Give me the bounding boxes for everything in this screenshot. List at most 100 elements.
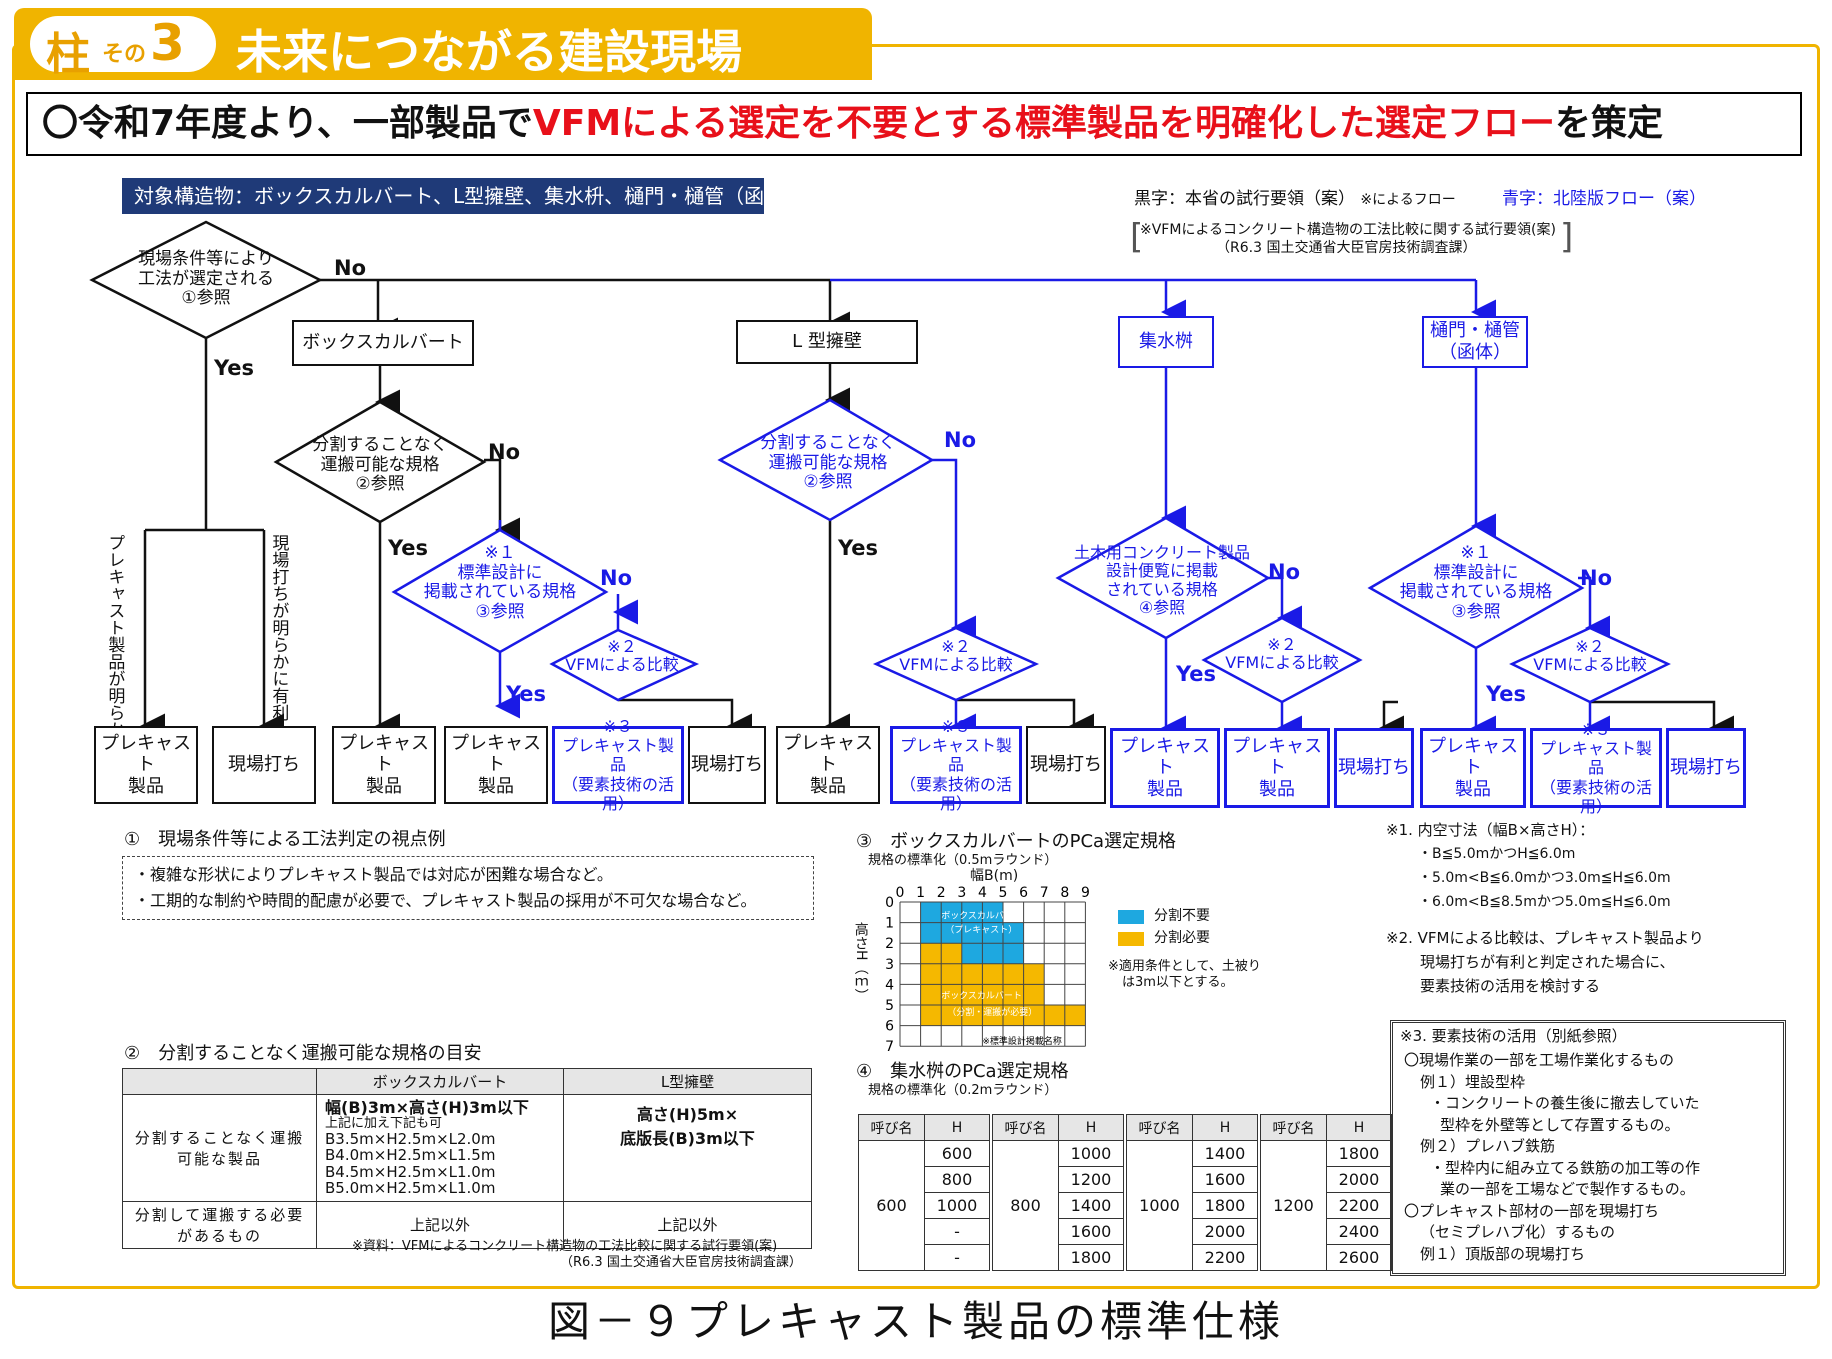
sec4-col-name: 呼び名	[1126, 1114, 1193, 1141]
result-precast-7: プレキャスト製品	[1420, 728, 1526, 808]
y-tick-label: 6	[885, 1019, 894, 1035]
grid-cell-cyan	[920, 902, 942, 923]
note3-item: 〇現場作業の一部を工場作業化するもの	[1404, 1051, 1675, 1069]
sec4-group-name: 600	[858, 1140, 925, 1271]
pillar-badge: 柱 その 3	[30, 14, 216, 80]
orange-area-label: ボックスカルバート	[941, 990, 1022, 1001]
sec2-row2-l: 上記以外	[563, 1200, 812, 1249]
result-precast-4: プレキャスト製品	[776, 726, 880, 804]
vertical-precast-advantage: プレキャスト製品が明らかに有利	[104, 534, 125, 789]
sec4-h-value: 2400	[1326, 1218, 1392, 1245]
legend-bracket-right: ]	[1560, 217, 1574, 257]
grid-cell-orange	[961, 963, 983, 985]
grid-cell-orange	[961, 984, 983, 1005]
x-tick-label: 7	[1040, 885, 1049, 901]
grid-cell-cyan	[982, 943, 1003, 964]
note3-items: 〇現場作業の一部を工場作業化するもの 例１）埋設型枠 ・コンクリートの養生後に撤…	[1404, 1050, 1784, 1265]
result-onsite-2: 現場打ち	[688, 726, 766, 804]
yes-label-standard: Yes	[506, 682, 547, 706]
x-tick-label: 2	[937, 885, 946, 901]
yes-label-transport: Yes	[388, 536, 429, 560]
note1-title: ※1. 内空寸法（幅B×高さH）：	[1386, 821, 1595, 839]
note2-line: ※2. VFMによる比較は、プレキャスト製品より	[1386, 929, 1704, 947]
sec2-box-main: 幅(B)3m×高さ(H)3m以下	[325, 1098, 529, 1117]
sec4-h-value: 1800	[1326, 1140, 1392, 1167]
grid-cell-orange	[1064, 1005, 1086, 1026]
sec4-h-value: 1800	[1192, 1192, 1258, 1219]
x-tick-label: 5	[999, 885, 1008, 901]
yes-label-start: Yes	[214, 356, 255, 380]
grid-cell-orange	[1023, 1005, 1045, 1026]
grid-cell-orange	[920, 1005, 942, 1026]
sec4-h-value: 1000	[1058, 1140, 1124, 1167]
sec3-legend-orange-swatch	[1118, 932, 1144, 946]
note1-item: ・B≦5.0mかつH≦6.0m	[1418, 846, 1576, 862]
sec4-group-name: 1200	[1260, 1140, 1327, 1271]
sec3-title: ③ ボックスカルバートのPCa選定規格	[856, 831, 1177, 852]
grid-cell-orange	[941, 943, 962, 964]
sec1-item-1: ・複雑な形状によりプレキャスト製品では対応が困難な場合など。	[134, 865, 613, 884]
sec4-h-value: 1400	[1058, 1192, 1124, 1219]
y-tick-label: 7	[885, 1039, 894, 1055]
note3-box	[1390, 1020, 1786, 1276]
sec4-col-name: 呼び名	[1260, 1114, 1327, 1141]
y-tick-label: 4	[885, 977, 894, 993]
y-tick-label: 2	[885, 936, 894, 952]
sec1-title: ① 現場条件等による工法判定の視点例	[124, 829, 446, 850]
sec3-note-1: ※適用条件として、土被り	[1108, 959, 1261, 974]
grid-cell-orange	[941, 984, 962, 1005]
no-label-sluice: No	[1580, 566, 1613, 590]
grid-cell-cyan	[1003, 943, 1024, 964]
yes-label-sluice: Yes	[1486, 682, 1527, 706]
sec4-h-value: -	[924, 1244, 990, 1271]
y-tick-label: 3	[885, 957, 894, 973]
sec4-col-h: H	[924, 1114, 990, 1141]
sec2-l-main-2: 底版長(B)3m以下	[620, 1129, 755, 1148]
sec2-title: ② 分割することなく運搬可能な規格の目安	[124, 1043, 482, 1064]
legend-ref-1: ※VFMによるコンクリート構造物の工法比較に関する試行要領(案)	[1140, 222, 1556, 238]
sec3-note-2: は3m以下とする。	[1122, 975, 1234, 990]
sec2-box-item: B3.5m×H2.5m×L2.0m	[325, 1129, 496, 1148]
sec2-col-l: L型擁壁	[563, 1068, 812, 1095]
sec4-h-value: 800	[924, 1166, 990, 1193]
no-label-start: No	[334, 256, 367, 280]
note2-line: 現場打ちが有利と判定された場合に、	[1420, 953, 1675, 971]
sec2-row2-box: 上記以外	[316, 1200, 564, 1249]
y-tick-label: 1	[885, 916, 894, 932]
note2-line: 要素技術の活用を検討する	[1420, 977, 1601, 995]
note1-item: ・5.0m<B≦6.0mかつ3.0m≦H≦6.0m	[1418, 870, 1671, 886]
grid-cell-cyan	[982, 902, 1003, 923]
grid-cell-orange	[961, 1005, 983, 1026]
result-onsite-4: 現場打ち	[1334, 728, 1414, 808]
grid-cell-orange	[920, 943, 942, 964]
cyan-area-label-2: （プレキャスト）	[945, 925, 1017, 936]
category-l-wall: L 型擁壁	[736, 320, 918, 364]
grid-cell-orange	[1044, 1005, 1065, 1026]
sec4-h-value: 1000	[924, 1192, 990, 1219]
result-precast-6: プレキャスト製品	[1224, 728, 1330, 808]
vertical-onsite-advantage: 現場打ちが明らかに有利	[268, 534, 289, 721]
legend-blue: 青字：北陸版フロー（案）	[1502, 189, 1706, 209]
category-box-culvert: ボックスカルバート	[292, 320, 474, 366]
grid-cell-orange	[1023, 963, 1045, 985]
grid-cell-orange	[920, 984, 942, 1005]
sec4-h-value: 2600	[1326, 1244, 1392, 1271]
note3-item: 例１）埋設型枠	[1420, 1072, 1526, 1091]
grid-cell-cyan	[941, 902, 962, 923]
sec4-col-name: 呼び名	[858, 1114, 925, 1141]
result-precast-3: プレキャスト製品	[444, 726, 548, 804]
legend-black: 黒字：本省の試行要領（案） ※によるフロー	[1134, 189, 1456, 209]
x-tick-label: 4	[978, 885, 987, 901]
result-precast-2: プレキャスト製品	[332, 726, 436, 804]
sec4-h-value: 1800	[1058, 1244, 1124, 1271]
y-tick-label: 0	[885, 895, 894, 911]
